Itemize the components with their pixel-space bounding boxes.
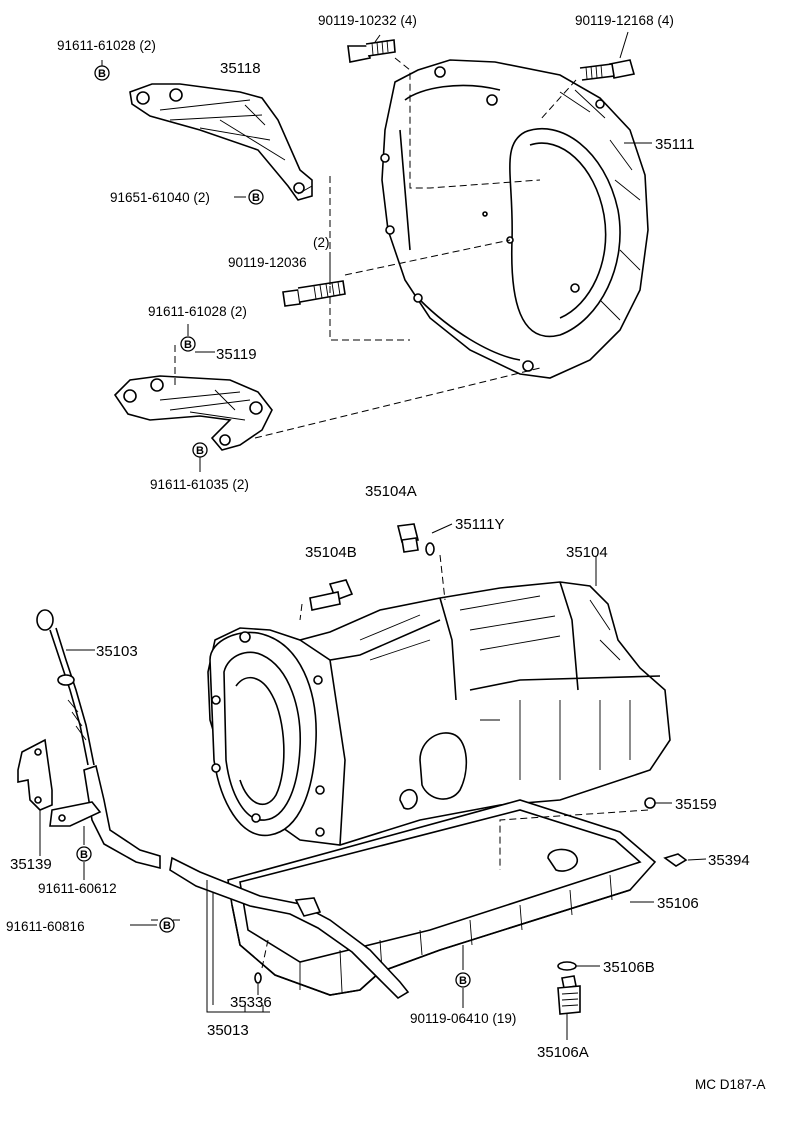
bracket-35139 [17, 738, 102, 827]
o-ring-35111Y [425, 542, 435, 556]
label-91611-60816: 91611-60816 [6, 919, 85, 934]
label-35111Y: 35111Y [455, 516, 505, 533]
bolt-90119-12168 [579, 59, 636, 81]
label-35111: 35111 [655, 136, 695, 153]
label-35106B: 35106B [603, 959, 655, 976]
svg-text:B: B [80, 849, 88, 861]
filler-tube-35013 [83, 764, 410, 1000]
svg-text:B: B [163, 920, 171, 932]
transmission-case-35104 [207, 581, 671, 846]
label-35104B: 35104B [305, 544, 357, 561]
svg-text:B: B [196, 445, 204, 457]
elbow-35104B [309, 579, 354, 611]
label-35106: 35106 [657, 895, 699, 912]
label-35104A: 35104A [365, 483, 417, 500]
svg-text:B: B [252, 192, 260, 204]
label-35106A: 35106A [537, 1044, 589, 1061]
svg-text:B: B [459, 975, 467, 987]
bolt-marker-5: B [76, 846, 92, 862]
top-leader-lines [174, 57, 577, 439]
dipstick-35103 [36, 609, 95, 766]
label-90119-10232: 90119-10232 (4) [318, 13, 417, 28]
label-35103: 35103 [96, 643, 138, 660]
label-91651-61040: 91651-61040 (2) [110, 190, 210, 205]
label-35159: 35159 [675, 796, 717, 813]
bolt-marker-7: B [455, 972, 471, 988]
svg-text:B: B [184, 339, 192, 351]
bolt-marker-3: B [180, 336, 196, 352]
diagram-id: MC D187-A [695, 1077, 766, 1092]
bolt-marker-6: B [159, 917, 175, 933]
label-91611-61028-mid: 91611-61028 (2) [148, 304, 247, 319]
washer-35106B [557, 961, 577, 971]
svg-text:B: B [98, 68, 106, 80]
label-35013: 35013 [207, 1022, 249, 1039]
bolt-marker-2: B [248, 189, 264, 205]
bolt-marker-1: B [94, 65, 110, 81]
drain-plug-35106A [557, 975, 581, 1015]
gasket-35394 [663, 853, 688, 867]
bracket-35118 [129, 83, 313, 201]
bell-housing-35111 [380, 59, 649, 379]
label-90119-12036: 90119-12036 [228, 255, 307, 270]
label-count-2: (2) [313, 235, 330, 250]
label-35119: 35119 [216, 346, 257, 363]
o-ring-35336 [254, 972, 262, 984]
label-35139: 35139 [10, 856, 52, 873]
label-35394: 35394 [708, 852, 750, 869]
plug-35104A [397, 523, 419, 553]
label-90119-06410: 90119-06410 (19) [410, 1011, 516, 1026]
lower-leader-lines [39, 31, 707, 1040]
bolt-marker-4: B [192, 442, 208, 458]
plug-35159 [644, 797, 656, 809]
label-91611-61035: 91611-61035 (2) [150, 477, 249, 492]
label-35336: 35336 [230, 994, 272, 1011]
bolt-90119-10232 [347, 39, 396, 63]
label-35104: 35104 [566, 544, 608, 561]
bracket-35119 [113, 375, 273, 451]
label-91611-61028-top: 91611-61028 (2) [57, 38, 156, 53]
label-90119-12168: 90119-12168 (4) [575, 13, 674, 28]
label-35118: 35118 [220, 60, 261, 77]
bolt-90119-12036 [282, 280, 346, 307]
label-91611-60612: 91611-60612 [38, 881, 117, 896]
